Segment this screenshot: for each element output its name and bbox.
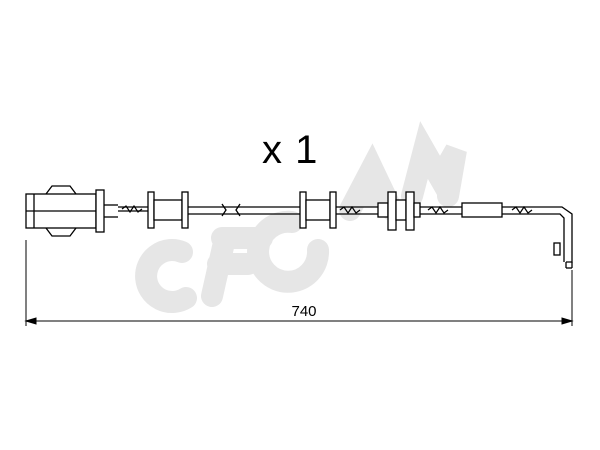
cable-clip-2: [299, 191, 337, 229]
cifam-watermark-logo: [135, 121, 467, 313]
sensor-cable: [118, 204, 555, 215]
length-dimension-line: [24, 240, 574, 326]
cable-grommet: [377, 191, 421, 231]
cable-sleeve: [461, 202, 503, 218]
length-dimension-label: 740: [291, 303, 317, 320]
quantity-label: x 1: [262, 128, 319, 172]
end-terminal: [548, 206, 573, 269]
sensor-head: [25, 185, 118, 237]
cable-clip-1: [147, 191, 241, 229]
